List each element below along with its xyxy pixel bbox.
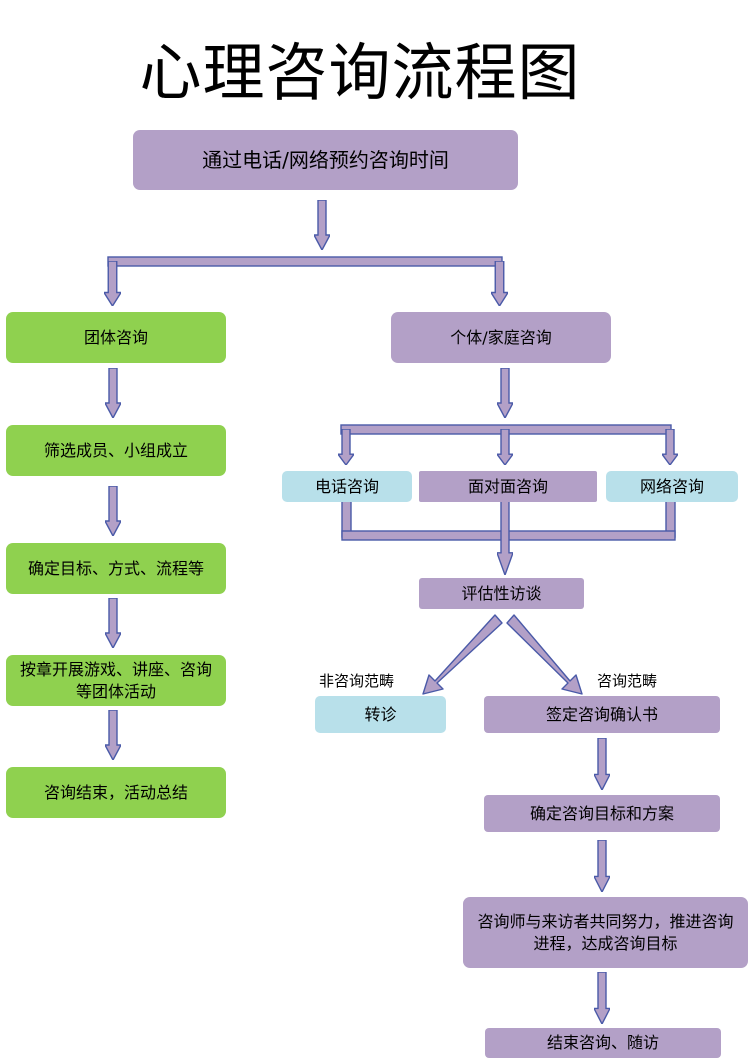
node-group-end-label: 咨询结束，活动总结 bbox=[43, 782, 188, 802]
arrow-start-down bbox=[314, 200, 330, 250]
node-assessment: 评估性访谈 bbox=[419, 578, 584, 609]
node-group: 团体咨询 bbox=[6, 312, 226, 363]
node-work: 咨询师与来访者共同努力，推进咨询进程，达成咨询目标 bbox=[463, 897, 748, 968]
node-finish-label: 结束咨询、随访 bbox=[546, 1033, 659, 1052]
node-group-activities-label: 按章开展游戏、讲座、咨询等团体活动 bbox=[20, 659, 213, 701]
node-work-label: 咨询师与来访者共同努力，推进咨询进程，达成咨询目标 bbox=[477, 911, 734, 953]
node-referral: 转诊 bbox=[315, 696, 446, 733]
arrow-to-individual bbox=[491, 261, 508, 306]
node-online-label: 网络咨询 bbox=[639, 476, 704, 496]
arrow-right-1 bbox=[594, 738, 610, 790]
node-plan: 确定咨询目标和方案 bbox=[484, 795, 720, 832]
node-group-goals-label: 确定目标、方式、流程等 bbox=[27, 558, 204, 578]
node-group-activities: 按章开展游戏、讲座、咨询等团体活动 bbox=[6, 655, 226, 706]
node-agreement-label: 签定咨询确认书 bbox=[545, 704, 658, 724]
node-group-label: 团体咨询 bbox=[83, 327, 148, 347]
node-finish: 结束咨询、随访 bbox=[485, 1028, 721, 1058]
arrow-group-4 bbox=[105, 710, 121, 760]
node-individual-label: 个体/家庭咨询 bbox=[450, 327, 552, 347]
edge-label-non-scope: 非咨询范畴 bbox=[319, 672, 395, 690]
edge-label-scope: 咨询范畴 bbox=[597, 672, 658, 690]
arrow-group-1 bbox=[105, 368, 121, 418]
node-group-screen: 筛选成员、小组成立 bbox=[6, 425, 226, 476]
node-face-label: 面对面咨询 bbox=[467, 476, 548, 496]
arrow-group-3 bbox=[105, 598, 121, 648]
page-title: 心理咨询流程图 bbox=[139, 36, 581, 109]
node-referral-label: 转诊 bbox=[364, 704, 397, 724]
node-start-label: 通过电话/网络预约咨询时间 bbox=[202, 148, 449, 172]
arrow-right-2 bbox=[594, 840, 610, 892]
node-phone: 电话咨询 bbox=[282, 471, 412, 502]
node-agreement: 签定咨询确认书 bbox=[484, 696, 720, 733]
node-individual: 个体/家庭咨询 bbox=[391, 312, 611, 363]
node-group-end: 咨询结束，活动总结 bbox=[6, 767, 226, 818]
arrow-right-3 bbox=[594, 972, 610, 1024]
node-group-screen-label: 筛选成员、小组成立 bbox=[43, 440, 188, 460]
arrow-individual-down bbox=[497, 368, 513, 418]
arrow-to-agreement bbox=[506, 614, 583, 695]
node-plan-label: 确定咨询目标和方案 bbox=[529, 803, 674, 823]
node-group-goals: 确定目标、方式、流程等 bbox=[6, 543, 226, 594]
node-phone-label: 电话咨询 bbox=[314, 476, 379, 496]
split-bar-top bbox=[107, 256, 503, 267]
arrow-group-2 bbox=[105, 486, 121, 536]
node-start: 通过电话/网络预约咨询时间 bbox=[133, 130, 518, 190]
node-face: 面对面咨询 bbox=[419, 471, 597, 502]
arrow-to-referral bbox=[422, 614, 503, 695]
node-online: 网络咨询 bbox=[606, 471, 738, 502]
node-assessment-label: 评估性访谈 bbox=[461, 583, 542, 603]
arrow-to-group bbox=[104, 261, 121, 306]
